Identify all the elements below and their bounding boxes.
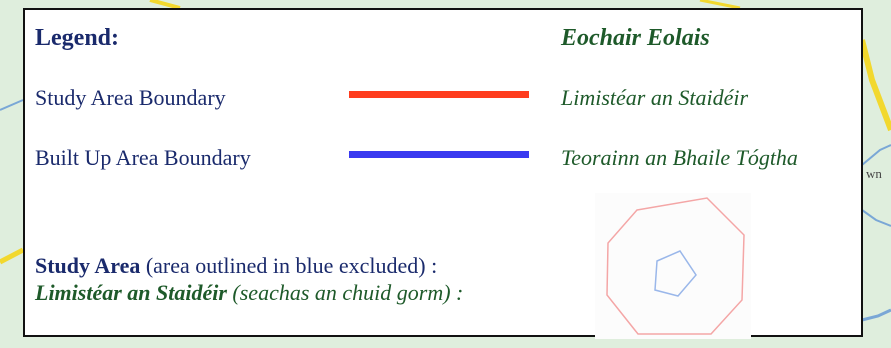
legend-heading-irish: Eochair Eolais — [561, 25, 710, 51]
map-text: wn — [866, 166, 882, 181]
study-area-note-irish: Limistéar an Staidéir (seachas an chuid … — [35, 282, 463, 304]
study-area-note-irish-bold: Limistéar an Staidéir — [35, 280, 227, 305]
map-line — [0, 99, 24, 111]
study-area-note-bold: Study Area — [35, 253, 141, 278]
map-road — [0, 247, 25, 265]
built-up-area-boundary-label: Built Up Area Boundary — [35, 145, 251, 170]
study-area-note-irish-rest: (seachas an chuid gorm) : — [226, 280, 464, 305]
legend-panel: Legend: Eochair Eolais Study Area Bounda… — [23, 8, 863, 339]
map-line — [861, 209, 891, 227]
study-area-boundary-line — [349, 91, 529, 98]
study-area-note: Study Area (area outlined in blue exclud… — [35, 255, 437, 277]
map-line — [861, 144, 891, 166]
map-road — [149, 0, 181, 10]
study-area-outline — [606, 197, 745, 335]
study-area-inset-map — [595, 193, 751, 339]
study-area-boundary-label-irish: Limistéar an Staidéir — [561, 85, 749, 110]
map-road — [699, 0, 741, 10]
map-road — [859, 39, 891, 132]
study-area-note-rest: (area outlined in blue excluded) : — [140, 253, 438, 278]
map-line — [861, 308, 891, 322]
built-up-area-outline — [654, 250, 697, 297]
study-area-boundary-label: Study Area Boundary — [35, 85, 226, 110]
built-up-area-boundary-line — [349, 151, 529, 158]
built-up-area-boundary-label-irish: Teorainn an Bhaile Tógtha — [561, 145, 798, 170]
legend-heading: Legend: — [35, 25, 119, 51]
